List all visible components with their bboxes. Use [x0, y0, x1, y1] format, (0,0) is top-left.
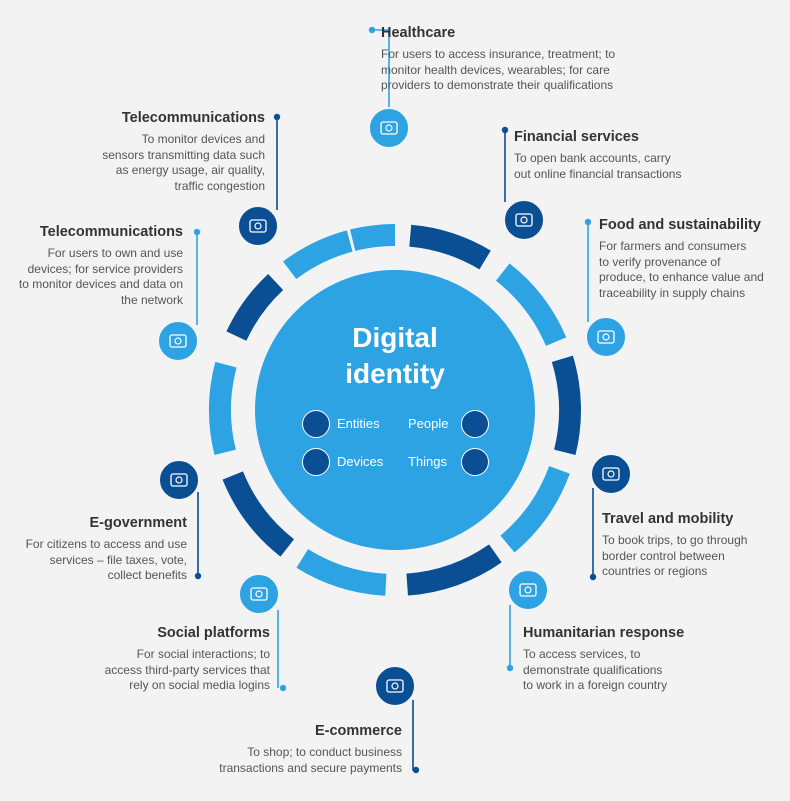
sector-title: Telecommunications [121, 110, 265, 126]
sector-icons [157, 107, 632, 707]
ring-segment [222, 471, 295, 557]
connector-lines [193, 26, 597, 774]
sector-title: Social platforms [157, 625, 270, 641]
ring-segment [500, 465, 570, 553]
ambulance-icon [368, 107, 410, 149]
ring-segment [209, 361, 237, 455]
building-icon [302, 410, 330, 438]
beach-umbrella-icon [590, 453, 632, 495]
ring-segment [296, 548, 387, 596]
ring-segment [409, 224, 491, 270]
people-icon [461, 410, 489, 438]
sector-telecom-sensors: Telecommunications To monitor devices an… [60, 110, 265, 194]
sector-title: E-commerce [314, 723, 402, 739]
ring-segment [551, 355, 581, 455]
sector-title: Humanitarian response [523, 625, 685, 641]
connector-dot [368, 26, 376, 34]
outer-ring [209, 224, 581, 596]
government-building-icon [158, 459, 200, 501]
sector-description: For social interactions; to access third… [104, 647, 270, 692]
category-entities: Entities [337, 416, 380, 431]
connector-dot [193, 228, 201, 236]
connector-dot [506, 664, 514, 672]
circuit-chip-icon [237, 205, 279, 247]
sector-title: Healthcare [381, 25, 456, 41]
sector-title: Telecommunications [39, 224, 183, 240]
connector-dot [194, 572, 202, 580]
connector-line [412, 700, 416, 771]
recycle-icon [585, 316, 627, 358]
sector-financial: Financial services To open bank accounts… [514, 129, 774, 182]
ring-segment [406, 544, 502, 596]
sector-description: To shop; to conduct business transaction… [219, 745, 402, 775]
sector-food: Food and sustainability For farmers and … [599, 217, 784, 301]
coins-icon [503, 199, 545, 241]
sector-description: For users to own and use devices; for se… [18, 246, 183, 307]
connector-dot [279, 684, 287, 692]
sector-travel: Travel and mobility To book trips, to go… [602, 511, 782, 580]
sector-description: To open bank accounts, carry out online … [514, 151, 682, 181]
sector-telecom-users: Telecommunications For users to own and … [2, 224, 183, 308]
connector-dot [584, 218, 592, 226]
handshake-icon [507, 569, 549, 611]
sector-description: For users to access insurance, treatment… [381, 47, 616, 92]
sector-title: Travel and mobility [602, 511, 734, 527]
category-things: Things [408, 454, 448, 469]
ring-segment [283, 230, 353, 280]
chat-bubbles-icon [238, 573, 280, 615]
category-devices: Devices [337, 454, 384, 469]
connector-dot [412, 766, 420, 774]
connector-line [372, 29, 390, 110]
sector-healthcare: Healthcare For users to access insurance… [381, 25, 681, 94]
sector-description: For farmers and consumers to verify prov… [599, 239, 764, 300]
qr-code-icon [461, 448, 489, 476]
sector-description: For citizens to access and use services … [25, 537, 187, 582]
sector-title: Financial services [514, 129, 639, 145]
sector-egov: E-government For citizens to access and … [5, 515, 187, 584]
antenna-signal-icon [157, 320, 199, 362]
sector-title: Food and sustainability [599, 217, 761, 233]
connector-dot [501, 126, 509, 134]
sector-description: To book trips, to go through border cont… [602, 533, 748, 578]
sector-social: Social platforms For social interactions… [60, 625, 270, 694]
center-title: Digital identity [345, 322, 445, 389]
ring-segment [495, 263, 567, 347]
mobile-device-icon [302, 448, 330, 476]
ring-segment [350, 224, 396, 251]
sector-ecommerce: E-commerce To shop; to conduct business … [100, 723, 402, 776]
sector-title: E-government [89, 515, 188, 531]
sector-humanitarian: Humanitarian response To access services… [523, 625, 763, 694]
shopping-cart-icon [374, 665, 416, 707]
center-circle [255, 270, 535, 550]
connector-dot [589, 573, 597, 581]
sector-description: To monitor devices and sensors transmitt… [102, 132, 265, 193]
category-people: People [408, 416, 449, 431]
ring-segment [226, 273, 284, 341]
connector-dot [273, 113, 281, 121]
sector-description: To access services, to demonstrate quali… [523, 647, 668, 692]
